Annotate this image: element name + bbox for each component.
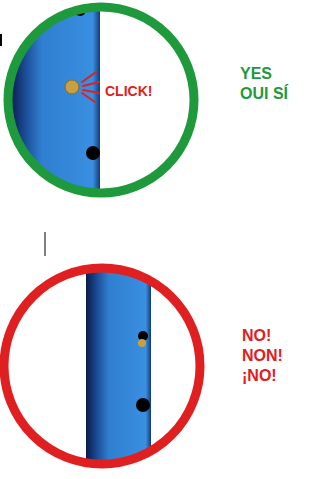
yes-ring xyxy=(8,7,194,193)
answer-label: NO! NON! ¡NO! xyxy=(242,326,298,386)
click-rays xyxy=(82,72,99,102)
hole-dot xyxy=(137,462,149,474)
blue-tube xyxy=(86,260,151,475)
tube-group xyxy=(10,0,100,200)
blue-tube xyxy=(10,0,100,200)
tick-mark xyxy=(45,232,46,256)
no-ring xyxy=(4,268,200,464)
hole-dot xyxy=(136,398,150,412)
no-circle: NO! NON! ¡NO! xyxy=(2,266,202,466)
answer-label: YES OUI SÍ xyxy=(240,64,296,104)
tick-mark xyxy=(0,34,2,46)
push-button xyxy=(65,80,79,94)
push-button xyxy=(138,339,146,347)
yes-circle: CLICK!YES OUI SÍ xyxy=(4,4,198,198)
click-label: CLICK! xyxy=(105,82,175,100)
tube-group xyxy=(86,260,151,475)
hole-dot xyxy=(86,146,100,160)
